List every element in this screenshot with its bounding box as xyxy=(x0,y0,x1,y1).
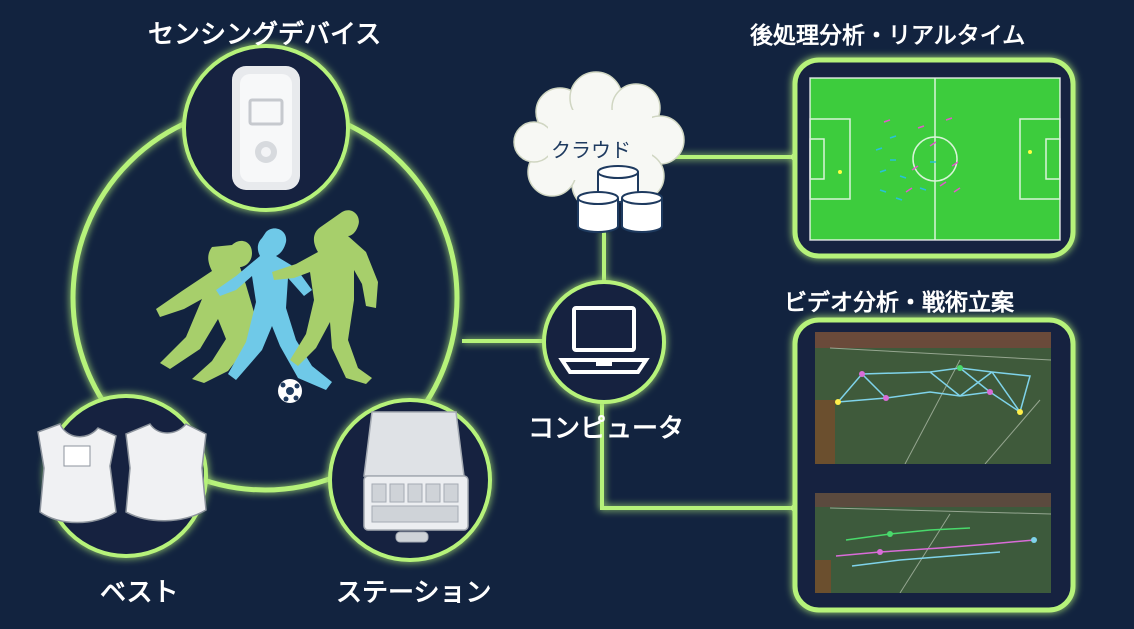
computer-node xyxy=(542,280,666,404)
player-marker xyxy=(1031,537,1037,543)
cloud-node xyxy=(513,71,685,233)
station-case-icon xyxy=(363,411,469,543)
tracking-paths xyxy=(835,527,1035,567)
cloud-label: クラウド xyxy=(551,138,631,162)
video-analysis-panel xyxy=(792,317,1076,613)
player-marker xyxy=(877,549,883,555)
soccer-ball-icon xyxy=(278,379,302,403)
player-green-right xyxy=(272,210,378,384)
soccer-pitch-map xyxy=(809,77,1061,241)
video-frame-1 xyxy=(815,332,1051,464)
station-node xyxy=(328,398,492,562)
vest-label: ベスト xyxy=(100,578,179,608)
sensing-device-label: センシングデバイス xyxy=(148,20,382,50)
vest-icon xyxy=(37,423,207,524)
soccer-players-illustration xyxy=(156,210,378,403)
tracking-pitch-panel xyxy=(792,57,1076,259)
player-markers xyxy=(835,365,1023,415)
sensor-device-icon xyxy=(232,66,300,190)
player-marker xyxy=(887,531,893,537)
video-frame-2 xyxy=(815,493,1051,593)
player-green-left xyxy=(156,240,256,383)
laptop-icon xyxy=(558,306,650,374)
computer-label: コンピュータ xyxy=(528,414,685,444)
video-analysis-label: ビデオ分析・戦術立案 xyxy=(784,290,1014,316)
station-label: ステーション xyxy=(336,578,492,608)
player-tracking-markers xyxy=(838,117,1032,201)
vest-node xyxy=(37,394,208,558)
formation-lines xyxy=(836,367,1031,414)
database-icon xyxy=(577,165,663,233)
post-analysis-label: 後処理分析・リアルタイム xyxy=(750,23,1026,49)
player-blue-center xyxy=(216,228,332,390)
sensing-device-node xyxy=(182,44,350,212)
